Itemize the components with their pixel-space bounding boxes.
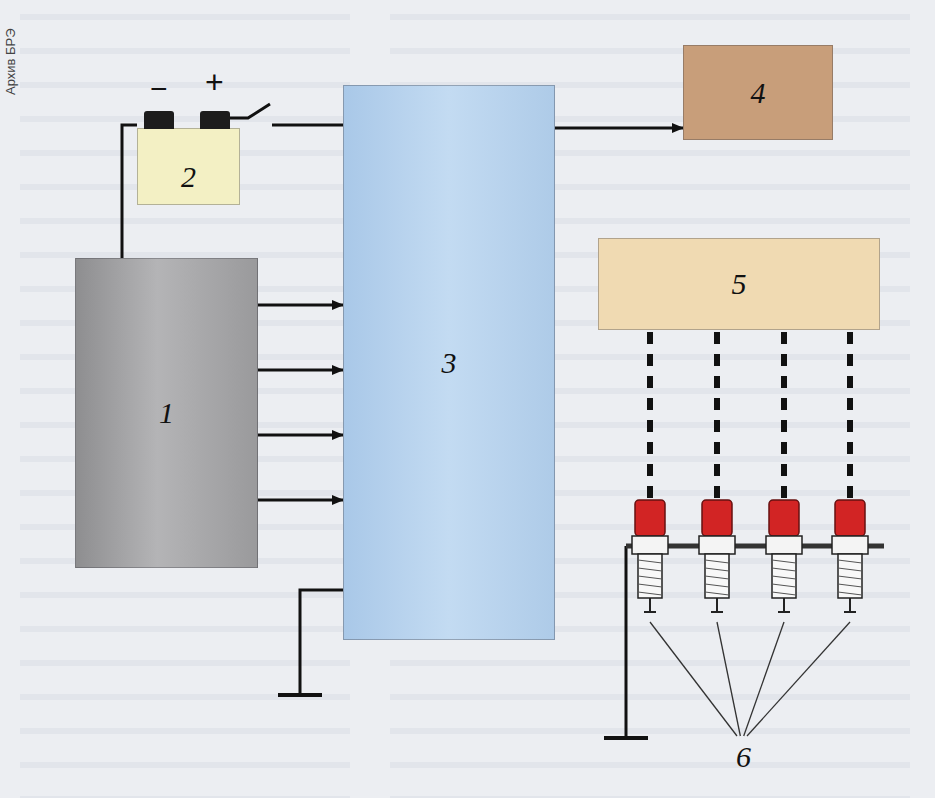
archive-watermark: Архив БРЭ bbox=[3, 28, 18, 95]
battery-terminal bbox=[144, 111, 174, 129]
plug-thread bbox=[638, 584, 662, 587]
minus-sign: − bbox=[150, 72, 168, 106]
plug-thread bbox=[838, 576, 862, 579]
signal-arrow bbox=[258, 499, 343, 502]
plug-thread bbox=[638, 568, 662, 571]
hv-lead bbox=[847, 332, 853, 500]
plug-thread bbox=[705, 576, 729, 579]
plug-thread bbox=[638, 560, 662, 563]
plug-electrode bbox=[778, 598, 790, 612]
plug-cap bbox=[835, 500, 865, 536]
plug-body bbox=[838, 554, 862, 598]
battery-terminal bbox=[200, 111, 230, 129]
hv-lead bbox=[714, 332, 720, 500]
callout-number: 6 bbox=[736, 740, 751, 774]
hv-lead bbox=[647, 332, 653, 500]
signal-arrow bbox=[555, 127, 683, 130]
wire bbox=[122, 125, 137, 258]
leader-line bbox=[747, 622, 850, 736]
plug-nut bbox=[766, 536, 802, 554]
leader-line bbox=[717, 622, 740, 736]
plug-cap bbox=[769, 500, 799, 536]
plug-body bbox=[705, 554, 729, 598]
plug-thread bbox=[772, 568, 796, 571]
plug-nut bbox=[699, 536, 735, 554]
battery: 2 bbox=[137, 128, 240, 205]
signal-arrow bbox=[258, 304, 343, 307]
plug-thread bbox=[772, 576, 796, 579]
leader-line bbox=[744, 622, 784, 736]
plug-thread bbox=[838, 560, 862, 563]
plug-thread bbox=[638, 592, 662, 595]
plug-thread bbox=[705, 584, 729, 587]
plug-thread bbox=[772, 592, 796, 595]
signal-arrow bbox=[258, 369, 343, 372]
plug-electrode bbox=[644, 598, 656, 612]
signal-arrow bbox=[258, 434, 343, 437]
callout-number: 2 bbox=[181, 140, 196, 194]
plug-nut bbox=[832, 536, 868, 554]
plug-thread bbox=[705, 560, 729, 563]
plug-thread bbox=[838, 584, 862, 587]
plug-body bbox=[638, 554, 662, 598]
sensor-block: 1 bbox=[75, 258, 258, 568]
plug-electrode bbox=[711, 598, 723, 612]
callout-number: 5 bbox=[732, 267, 747, 301]
leader-line bbox=[650, 622, 737, 736]
plug-body bbox=[772, 554, 796, 598]
plug-nut bbox=[632, 536, 668, 554]
plug-thread bbox=[838, 592, 862, 595]
callout-number: 1 bbox=[159, 396, 174, 430]
plug-thread bbox=[838, 568, 862, 571]
plug-electrode bbox=[844, 598, 856, 612]
plug-cap bbox=[702, 500, 732, 536]
plug-thread bbox=[638, 576, 662, 579]
wire bbox=[214, 104, 343, 128]
plug-thread bbox=[772, 560, 796, 563]
distributor: 5 bbox=[598, 238, 880, 330]
control-unit: 3 bbox=[343, 85, 555, 640]
callout-number: 4 bbox=[751, 76, 766, 110]
plus-sign: + bbox=[205, 64, 224, 101]
callout-number: 3 bbox=[442, 346, 457, 380]
plug-thread bbox=[705, 568, 729, 571]
plug-cap bbox=[635, 500, 665, 536]
ignition-coil: 4 bbox=[683, 45, 833, 140]
plug-thread bbox=[705, 592, 729, 595]
plug-thread bbox=[772, 584, 796, 587]
hv-lead bbox=[781, 332, 787, 500]
